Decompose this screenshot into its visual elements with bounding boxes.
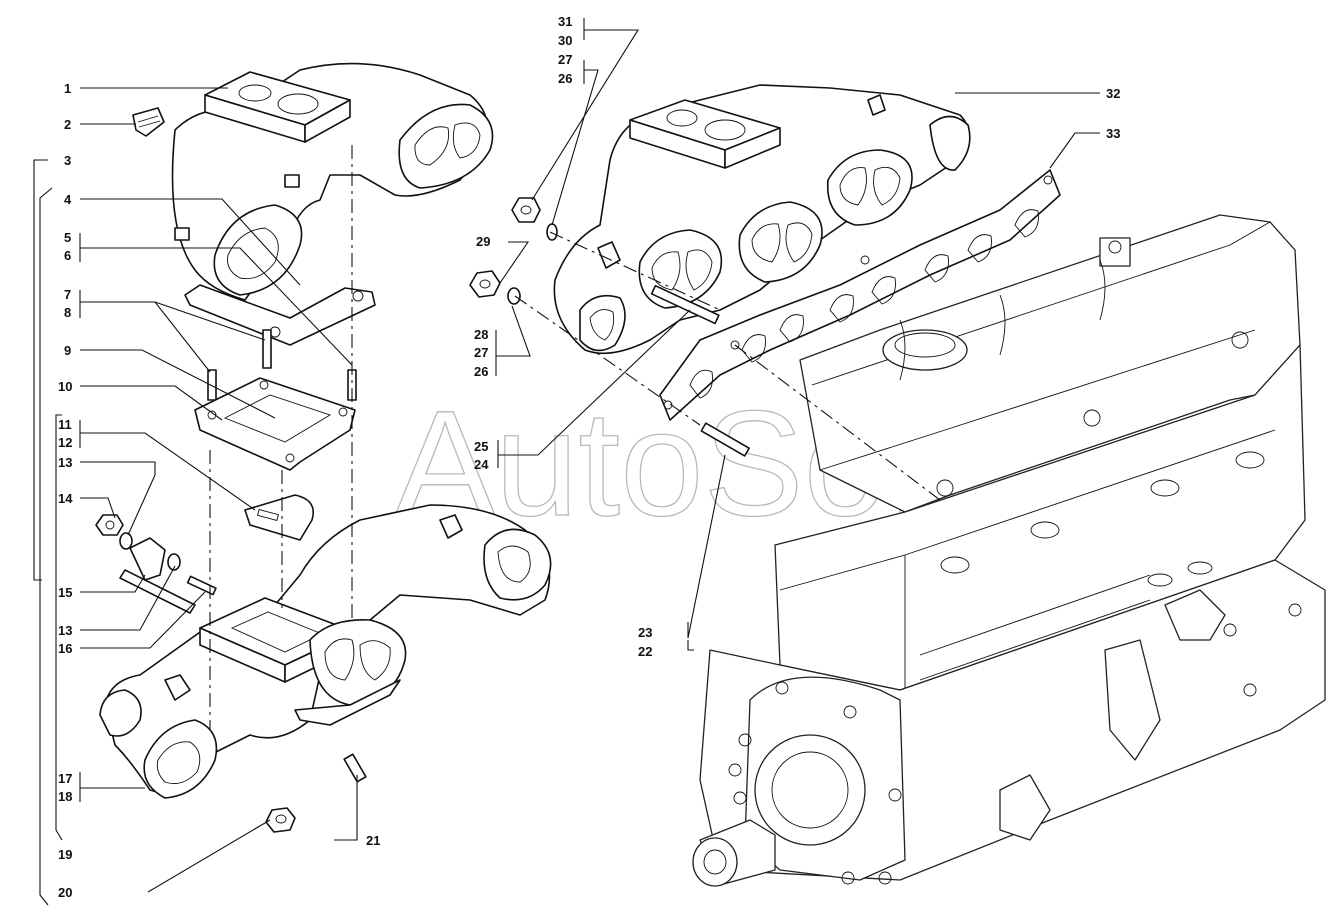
callout-13-top: 13 — [58, 455, 72, 470]
nut-icon — [511, 197, 541, 223]
leader-lines — [33, 18, 1100, 906]
callout-26-lower: 26 — [474, 364, 488, 379]
callout-29: 29 — [476, 234, 490, 249]
callout-24: 24 — [474, 457, 489, 472]
plug-icon — [132, 107, 165, 137]
callout-27-lower: 27 — [474, 345, 488, 360]
washer-icon — [119, 532, 181, 571]
exhaust-manifold-lower — [99, 504, 552, 799]
callout-27-upper: 27 — [558, 52, 572, 67]
callout-20: 20 — [58, 885, 72, 900]
callout-30: 30 — [558, 33, 572, 48]
callout-14: 14 — [58, 491, 73, 506]
callout-12: 12 — [58, 435, 72, 450]
callout-4: 4 — [64, 192, 72, 207]
stud-icon — [650, 284, 720, 325]
washer-icon — [546, 223, 558, 241]
callout-labels: 1 2 3 4 5 6 7 8 9 10 11 12 13 14 15 13 1… — [58, 14, 1120, 900]
callout-17: 17 — [58, 771, 72, 786]
callout-22: 22 — [638, 644, 652, 659]
intake-manifold-upper — [171, 62, 494, 301]
heat-plate — [184, 284, 376, 346]
callout-1: 1 — [64, 81, 71, 96]
callout-33: 33 — [1106, 126, 1120, 141]
callout-7: 7 — [64, 287, 71, 302]
manifold-assembly — [553, 84, 971, 355]
callout-11: 11 — [58, 417, 72, 432]
stud-icon — [343, 753, 367, 783]
washer-icon — [507, 287, 521, 305]
callout-18: 18 — [58, 789, 72, 804]
callout-16: 16 — [58, 641, 72, 656]
callout-15: 15 — [58, 585, 72, 600]
bolt-bracket — [119, 537, 217, 614]
callout-28: 28 — [474, 327, 488, 342]
stud-icon — [700, 422, 750, 457]
nut-icon — [95, 514, 124, 536]
callout-2: 2 — [64, 117, 71, 132]
callout-31: 31 — [558, 14, 572, 29]
callout-3: 3 — [64, 153, 71, 168]
gasket-icon — [659, 169, 1061, 421]
assembly-center-lines — [209, 145, 941, 730]
callout-23: 23 — [638, 625, 652, 640]
callout-5: 5 — [64, 230, 71, 245]
nut-icon — [469, 270, 501, 298]
callout-13-bottom: 13 — [58, 623, 72, 638]
engine-block — [692, 214, 1326, 887]
callout-9: 9 — [64, 343, 71, 358]
callout-32: 32 — [1106, 86, 1120, 101]
callout-25: 25 — [474, 439, 488, 454]
callout-10: 10 — [58, 379, 72, 394]
nut-icon — [265, 807, 296, 833]
gasket-icon — [194, 377, 356, 471]
cover-plate — [244, 494, 314, 541]
callout-8: 8 — [64, 305, 71, 320]
callout-6: 6 — [64, 248, 71, 263]
callout-21: 21 — [366, 833, 380, 848]
callout-19: 19 — [58, 847, 72, 862]
callout-26-upper: 26 — [558, 71, 572, 86]
